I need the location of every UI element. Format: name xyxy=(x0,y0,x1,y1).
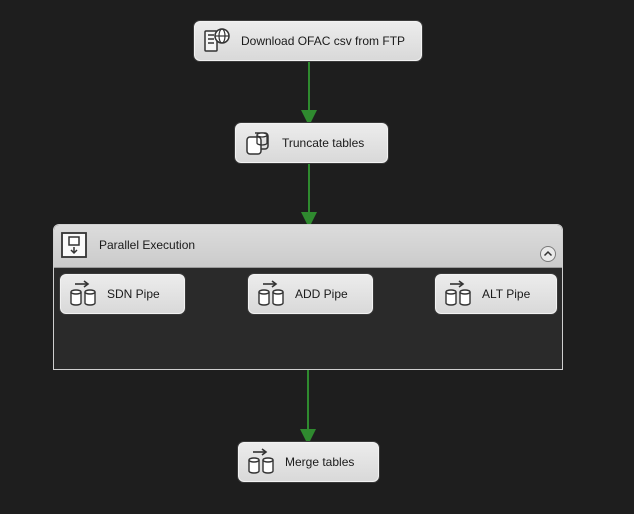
data-flow-task-icon xyxy=(248,448,274,474)
task-alt-pipe[interactable]: ALT Pipe xyxy=(435,274,557,314)
parallel-execution-container[interactable]: Parallel Execution SDN Pipe xyxy=(53,224,563,370)
data-flow-task-icon xyxy=(445,280,471,306)
task-label: SDN Pipe xyxy=(107,287,160,301)
task-label: Truncate tables xyxy=(282,136,365,150)
container-header[interactable]: Parallel Execution xyxy=(54,225,562,268)
task-truncate-tables[interactable]: Truncate tables xyxy=(235,123,388,163)
task-label: Download OFAC csv from FTP xyxy=(241,34,406,48)
task-label: Merge tables xyxy=(285,455,355,469)
data-flow-task-icon xyxy=(258,280,284,306)
task-merge-tables[interactable]: Merge tables xyxy=(238,442,379,482)
data-flow-task-icon xyxy=(70,280,96,306)
chevron-up-icon xyxy=(543,250,553,257)
task-download-ofac[interactable]: Download OFAC csv from FTP xyxy=(194,21,422,61)
task-label: ADD Pipe xyxy=(295,287,348,301)
collapse-button[interactable] xyxy=(540,246,556,262)
sequence-container-icon xyxy=(61,232,87,258)
task-add-pipe[interactable]: ADD Pipe xyxy=(248,274,373,314)
container-title: Parallel Execution xyxy=(99,238,196,252)
execute-sql-task-icon xyxy=(246,132,269,155)
ftp-task-icon xyxy=(204,28,230,52)
task-sdn-pipe[interactable]: SDN Pipe xyxy=(60,274,185,314)
task-label: ALT Pipe xyxy=(482,287,531,301)
